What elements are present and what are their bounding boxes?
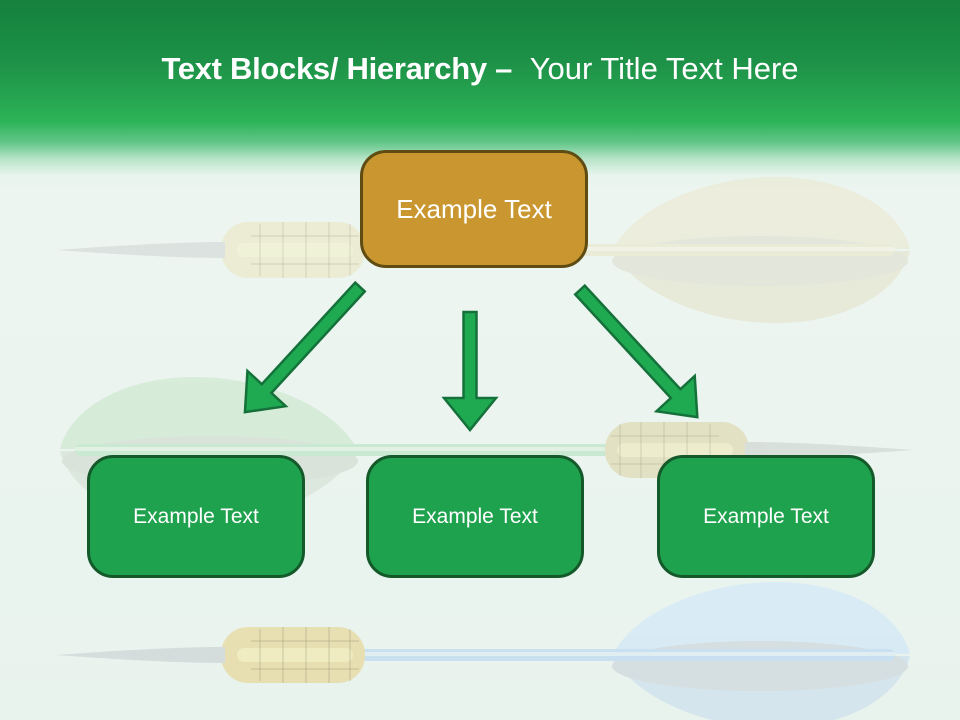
child-text-block-2[interactable]: Example Text [366,455,584,578]
child-text-block-1[interactable]: Example Text [87,455,305,578]
arrow-down-left-icon [243,280,367,414]
slide-title: Text Blocks/ Hierarchy – Your Title Text… [0,50,960,88]
child-text-block-2-label: Example Text [412,504,538,528]
root-text-block-label: Example Text [396,193,552,224]
dart-watermark-bottom-icon [56,580,911,720]
arrow-down-right-icon [573,283,699,419]
slide-title-light: Your Title Text Here [529,51,799,86]
slide-title-bold: Text Blocks/ Hierarchy – [161,51,513,86]
child-text-block-1-label: Example Text [133,504,259,528]
child-text-block-3[interactable]: Example Text [657,455,875,578]
arrow-down-icon [441,310,499,432]
child-text-block-3-label: Example Text [703,504,829,528]
root-text-block[interactable]: Example Text [360,150,588,268]
